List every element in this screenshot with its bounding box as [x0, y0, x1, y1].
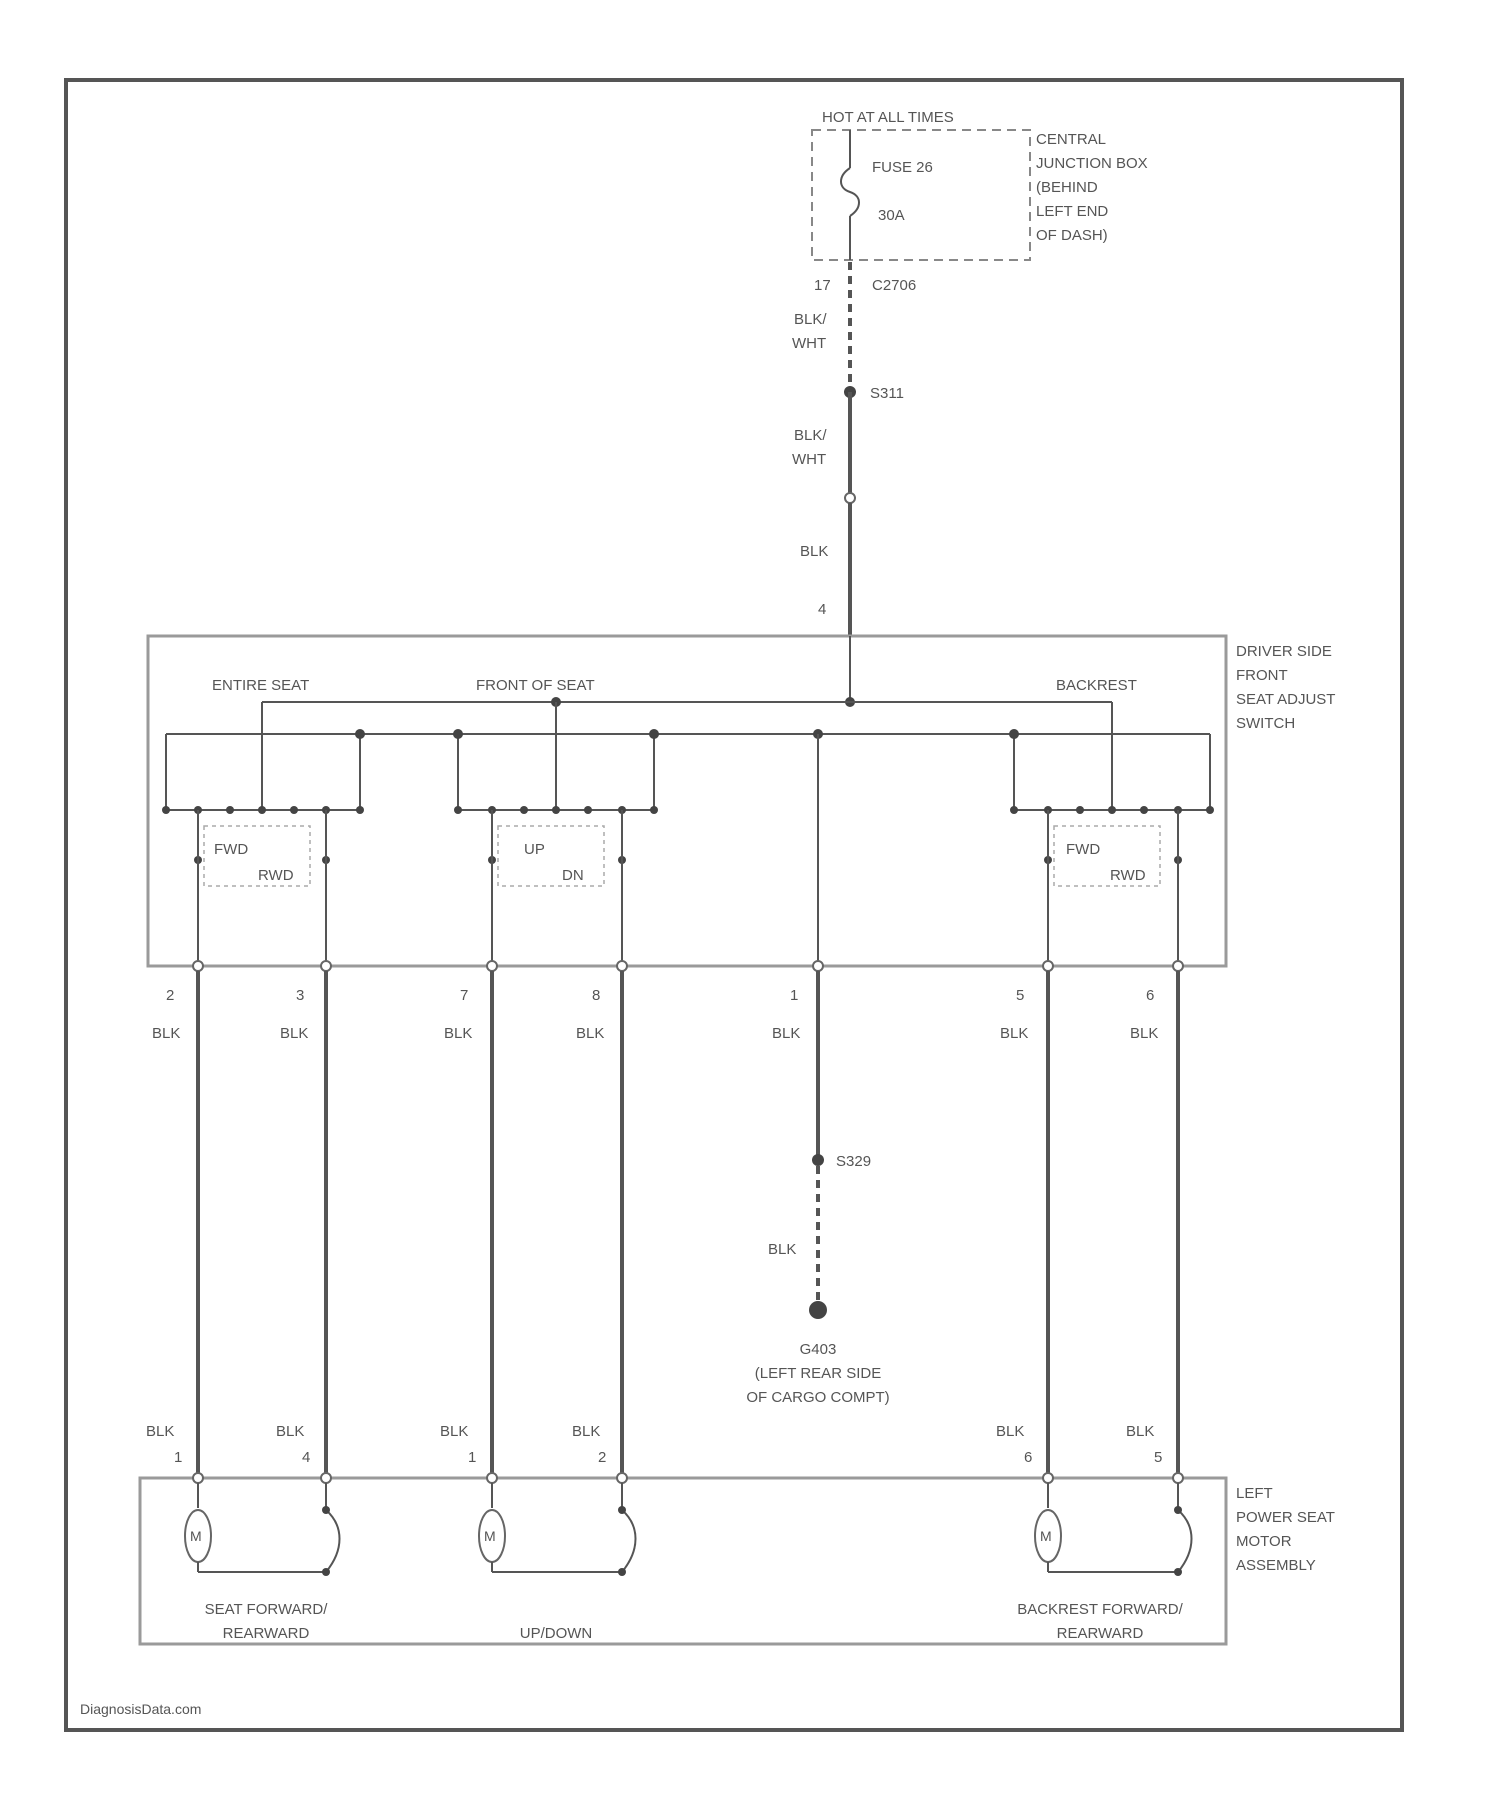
svg-text:BLK: BLK: [276, 1423, 304, 1440]
svg-text:BLK: BLK: [576, 1025, 604, 1042]
outer-frame: [66, 80, 1402, 1730]
svg-text:2: 2: [598, 1449, 606, 1466]
svg-text:BLK: BLK: [996, 1423, 1024, 1440]
svg-text:OF DASH): OF DASH): [1036, 227, 1108, 244]
svg-text:1: 1: [174, 1449, 182, 1466]
switch-front-of-seat: UP DN: [454, 806, 658, 886]
svg-text:2: 2: [166, 987, 174, 1004]
svg-text:BLK: BLK: [768, 1241, 796, 1258]
svg-text:BLK: BLK: [1130, 1025, 1158, 1042]
splice-s311-label: S311: [870, 385, 904, 402]
svg-text:SEAT ADJUST: SEAT ADJUST: [1236, 691, 1335, 708]
ground-location-1: (LEFT REAR SIDE: [755, 1365, 881, 1382]
motor-up-down: M UP/DOWN: [479, 1473, 636, 1642]
svg-text:BLK: BLK: [800, 543, 828, 560]
svg-text:1: 1: [790, 987, 798, 1004]
switch-pin-5: 5 BLK: [1000, 961, 1053, 1478]
svg-text:WHT: WHT: [792, 335, 826, 352]
fuse-connector-name: C2706: [872, 277, 916, 294]
svg-text:REARWARD: REARWARD: [223, 1625, 310, 1642]
svg-text:BLK: BLK: [572, 1423, 600, 1440]
svg-text:3: 3: [296, 987, 304, 1004]
switch-backrest: FWD RWD: [1010, 806, 1214, 886]
svg-text:BLK/: BLK/: [794, 311, 827, 328]
fuse-symbol: [841, 168, 859, 216]
svg-text:5: 5: [1016, 987, 1024, 1004]
svg-text:BLK: BLK: [772, 1025, 800, 1042]
svg-text:M: M: [190, 1528, 202, 1544]
svg-text:ASSEMBLY: ASSEMBLY: [1236, 1557, 1316, 1574]
splice-s329: [812, 1154, 824, 1166]
svg-text:FWD: FWD: [1066, 841, 1100, 858]
svg-text:JUNCTION BOX: JUNCTION BOX: [1036, 155, 1148, 172]
motor-backrest-forward-rearward: M BACKREST FORWARD/ REARWARD: [1017, 1473, 1191, 1642]
fuse-connector-pin: 17: [814, 277, 831, 294]
svg-text:POWER SEAT: POWER SEAT: [1236, 1509, 1335, 1526]
svg-text:4: 4: [302, 1449, 310, 1466]
svg-text:FRONT: FRONT: [1236, 667, 1288, 684]
svg-text:WHT: WHT: [792, 451, 826, 468]
junction-box-location: CENTRAL JUNCTION BOX (BEHIND LEFT END OF…: [1036, 131, 1148, 244]
svg-text:BLK: BLK: [1126, 1423, 1154, 1440]
svg-text:7: 7: [460, 987, 468, 1004]
svg-text:6: 6: [1024, 1449, 1032, 1466]
svg-text:FWD: FWD: [214, 841, 248, 858]
svg-text:1: 1: [468, 1449, 476, 1466]
svg-text:LEFT: LEFT: [1236, 1485, 1273, 1502]
svg-text:M: M: [1040, 1528, 1052, 1544]
switch-feed-pin: 4: [818, 601, 826, 618]
svg-text:M: M: [484, 1528, 496, 1544]
fuse-rating: 30A: [878, 207, 905, 224]
svg-text:5: 5: [1154, 1449, 1162, 1466]
svg-text:BLK: BLK: [152, 1025, 180, 1042]
svg-text:RWD: RWD: [1110, 867, 1146, 884]
switch-pin-1: 1 BLK: [772, 961, 823, 1160]
svg-text:SWITCH: SWITCH: [1236, 715, 1295, 732]
junction-box-outline: [812, 130, 1030, 260]
svg-text:SEAT FORWARD/: SEAT FORWARD/: [205, 1601, 329, 1618]
svg-text:(BEHIND: (BEHIND: [1036, 179, 1098, 196]
ground-g403: [809, 1301, 827, 1319]
svg-text:BACKREST FORWARD/: BACKREST FORWARD/: [1017, 1601, 1183, 1618]
svg-text:UP/DOWN: UP/DOWN: [520, 1625, 593, 1642]
svg-text:UP: UP: [524, 841, 545, 858]
svg-text:LEFT END: LEFT END: [1036, 203, 1108, 220]
svg-text:BLK/: BLK/: [794, 427, 827, 444]
switch-pin-3: 3 BLK: [280, 961, 331, 1478]
switch-name: DRIVER SIDE FRONT SEAT ADJUST SWITCH: [1236, 643, 1335, 732]
motor-pin-labels: BLK 1 BLK 4 BLK 1 BLK 2 BLK 6 BLK 5: [146, 1423, 1162, 1466]
footer-credit: DiagnosisData.com: [80, 1701, 201, 1717]
section-backrest: BACKREST: [1056, 677, 1137, 694]
svg-text:BLK: BLK: [440, 1423, 468, 1440]
switch-pin-2: 2 BLK: [152, 961, 203, 1478]
svg-text:REARWARD: REARWARD: [1057, 1625, 1144, 1642]
svg-text:BLK: BLK: [1000, 1025, 1028, 1042]
switch-pin-6: 6 BLK: [1130, 961, 1183, 1478]
svg-text:DN: DN: [562, 867, 584, 884]
svg-text:BLK: BLK: [146, 1423, 174, 1440]
svg-text:BLK: BLK: [444, 1025, 472, 1042]
svg-text:CENTRAL: CENTRAL: [1036, 131, 1106, 148]
svg-text:MOTOR: MOTOR: [1236, 1533, 1292, 1550]
svg-text:RWD: RWD: [258, 867, 294, 884]
motor-assembly-name: LEFT POWER SEAT MOTOR ASSEMBLY: [1236, 1485, 1335, 1574]
svg-text:DRIVER SIDE: DRIVER SIDE: [1236, 643, 1332, 660]
switch-entire-seat: FWD RWD: [162, 806, 364, 886]
power-label: HOT AT ALL TIMES: [822, 109, 954, 126]
fuse-name: FUSE 26: [872, 159, 933, 176]
section-entire-seat: ENTIRE SEAT: [212, 677, 309, 694]
svg-text:8: 8: [592, 987, 600, 1004]
ground-name: G403: [800, 1341, 837, 1358]
motor-seat-forward-rearward: M SEAT FORWARD/ REARWARD: [185, 1473, 340, 1642]
ground-location-2: OF CARGO COMPT): [746, 1389, 889, 1406]
switch-pin-8: 8 BLK: [576, 961, 627, 1478]
splice-s329-label: S329: [836, 1153, 871, 1170]
section-front-of-seat: FRONT OF SEAT: [476, 677, 595, 694]
svg-text:6: 6: [1146, 987, 1154, 1004]
motor-assembly-box: [140, 1478, 1226, 1644]
svg-text:BLK: BLK: [280, 1025, 308, 1042]
switch-pin-7: 7 BLK: [444, 961, 497, 1478]
